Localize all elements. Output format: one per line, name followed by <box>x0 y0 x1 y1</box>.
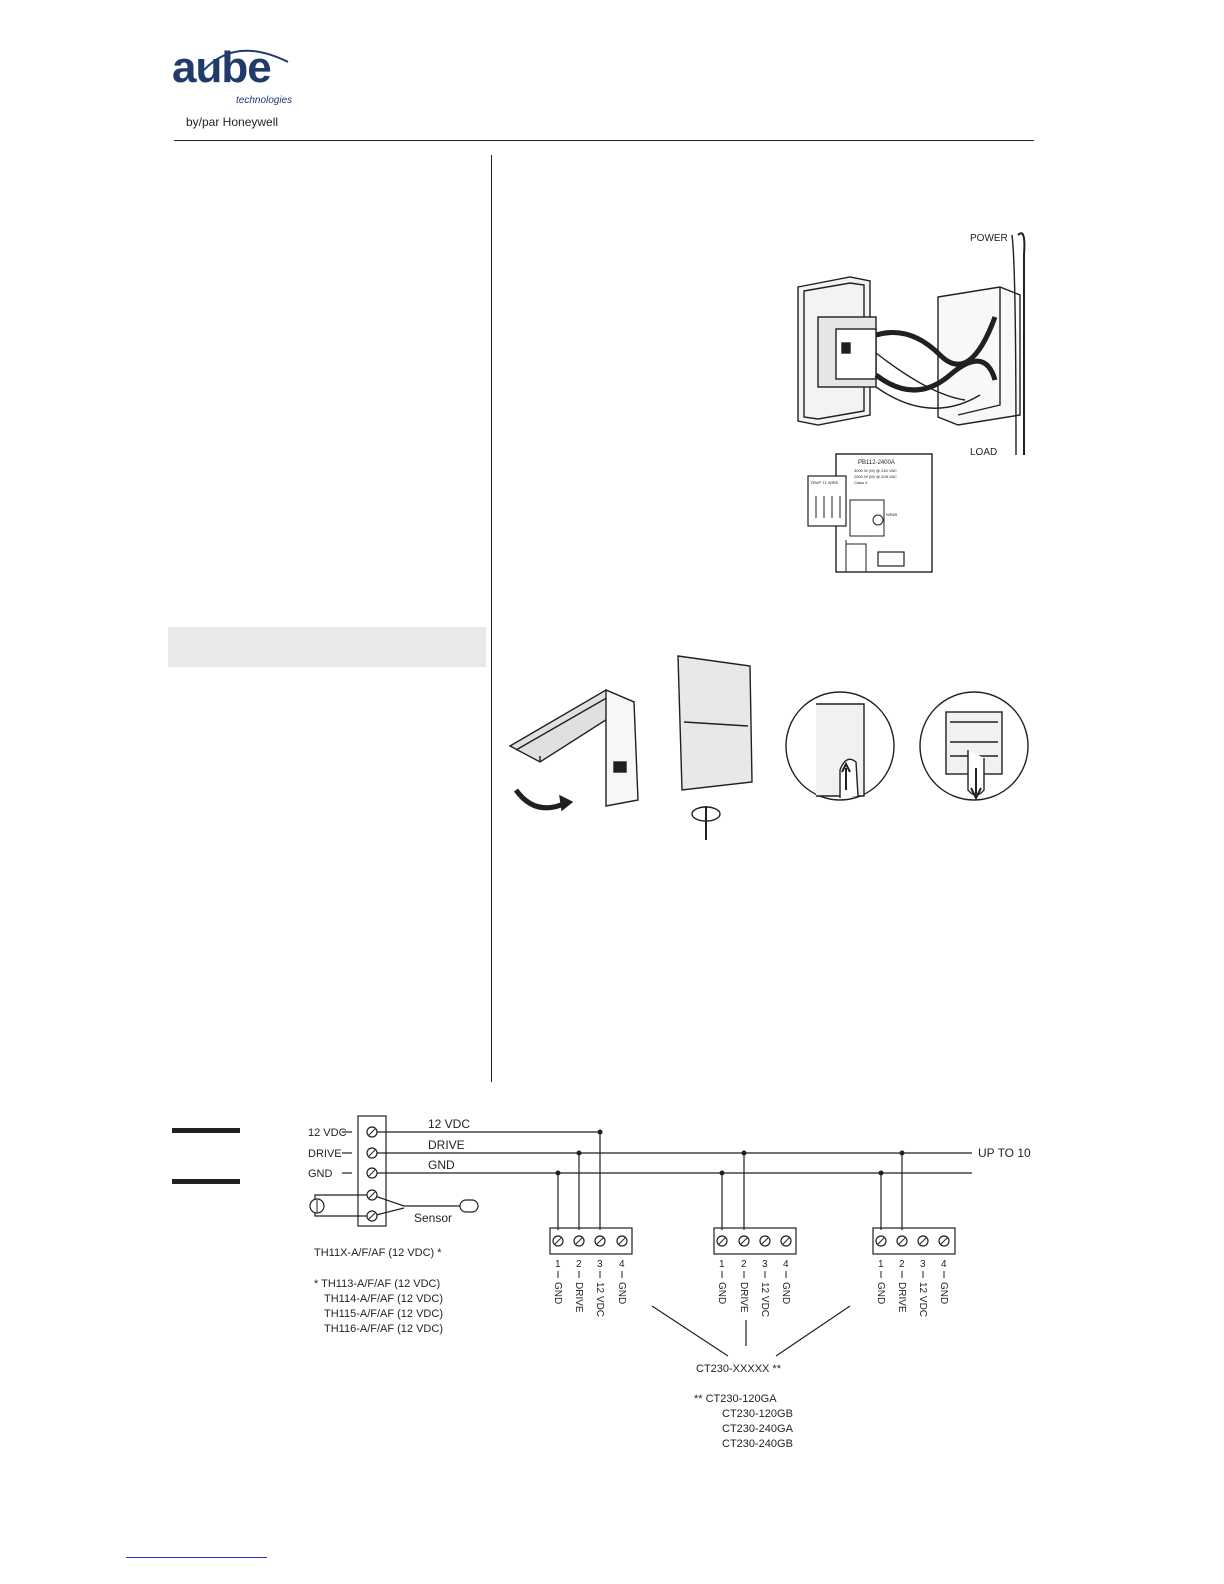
relay-model: CT230-XXXXX ** <box>696 1363 782 1375</box>
up-to-label: UP TO 10 <box>978 1146 1031 1160</box>
footer-link-underline <box>126 1557 267 1558</box>
relay2-terminal-name: GND <box>780 1282 791 1304</box>
bus-label-drive: DRIVE <box>428 1138 465 1152</box>
relay-variant-1: ** CT230-120GA <box>694 1393 777 1405</box>
terminal-label-12vdc: 12 VDC <box>308 1127 347 1139</box>
plate-rating-2: 2500 W (M) @ 208 VAC <box>854 474 897 479</box>
rating-plate-illustration: PB112-2400A 3000 W (M) @ 240 VAC 2500 W … <box>807 453 933 573</box>
plate-class: Class 4 <box>854 480 868 485</box>
relay1-terminal-name: GND <box>616 1282 627 1304</box>
thermostat-variant-1: * TH113-A/F/AF (12 VDC) <box>314 1278 440 1290</box>
relay2-terminal-name: 12 VDC <box>759 1282 770 1317</box>
relay2-terminal-number: 2 <box>741 1259 747 1270</box>
relay1-terminal-number: 4 <box>619 1259 625 1270</box>
plate-cert: WR65 <box>886 512 898 517</box>
relay2-terminal-name: DRIVE <box>738 1282 749 1313</box>
side-marker-top <box>172 1128 240 1133</box>
bus-label-gnd: GND <box>428 1158 455 1172</box>
logo-swoosh-icon <box>203 49 289 71</box>
brand-logo: aube <box>172 43 272 92</box>
relay2-terminal-number: 4 <box>783 1259 789 1270</box>
relay-variant-4: CT230-240GB <box>722 1438 793 1450</box>
relay3-terminal-name: 12 VDC <box>917 1282 928 1317</box>
relay3-terminal-number: 2 <box>899 1259 905 1270</box>
load-label: LOAD <box>970 447 997 458</box>
relay3-terminal-number: 4 <box>941 1259 947 1270</box>
thermostat-variant-3: TH115-A/F/AF (12 VDC) <box>324 1308 443 1320</box>
relay1-terminal-number: 3 <box>597 1259 603 1270</box>
logo-byline: by/par Honeywell <box>186 115 279 129</box>
relay2-terminal-number: 1 <box>719 1259 725 1270</box>
bus-label-12vdc: 12 VDC <box>428 1117 470 1131</box>
column-divider <box>491 155 492 1082</box>
thermostat-variant-2: TH114-A/F/AF (12 VDC) <box>324 1293 443 1305</box>
relay1-terminal-name: 12 VDC <box>594 1282 605 1317</box>
cover-removal-steps-illustration <box>508 655 1029 840</box>
wiring-diagram: 12 VDC DRIVE GND 12 VDC DRIVE GND UP TO … <box>308 1115 1031 1450</box>
relay1-terminal-name: GND <box>552 1282 563 1304</box>
plate-wires: TEMP T1 WIRE <box>810 480 839 485</box>
relay-variant-3: CT230-240GA <box>722 1423 794 1435</box>
relay1-terminal-name: DRIVE <box>573 1282 584 1313</box>
relay3-terminal-name: GND <box>938 1282 949 1304</box>
thermostat-model: TH11X-A/F/AF (12 VDC) * <box>314 1247 442 1259</box>
relay1-terminal-number: 2 <box>576 1259 582 1270</box>
terminal-label-drive: DRIVE <box>308 1148 342 1160</box>
plate-model: PB112-2400A <box>858 460 895 466</box>
header-rule <box>174 140 1034 141</box>
thermostat-variant-4: TH116-A/F/AF (12 VDC) <box>324 1323 443 1335</box>
wall-box-wiring-illustration: POWER LOAD <box>797 232 1026 458</box>
relay3-terminal-name: GND <box>875 1282 886 1304</box>
sensor-label: Sensor <box>414 1211 452 1225</box>
relay3-terminal-number: 1 <box>878 1259 884 1270</box>
relay3-terminal-name: DRIVE <box>896 1282 907 1313</box>
relay2-terminal-number: 3 <box>762 1259 768 1270</box>
plate-rating-1: 3000 W (M) @ 240 VAC <box>854 468 897 473</box>
terminal-label-gnd: GND <box>308 1168 333 1180</box>
relay2-terminal-name: GND <box>716 1282 727 1304</box>
side-marker-bottom <box>172 1179 240 1184</box>
power-label: POWER <box>970 233 1008 244</box>
section-heading-band <box>168 627 486 667</box>
logo-tagline: technologies <box>236 95 293 106</box>
relay1-terminal-number: 1 <box>555 1259 561 1270</box>
relay-variant-2: CT230-120GB <box>722 1408 793 1420</box>
relay3-terminal-number: 3 <box>920 1259 926 1270</box>
